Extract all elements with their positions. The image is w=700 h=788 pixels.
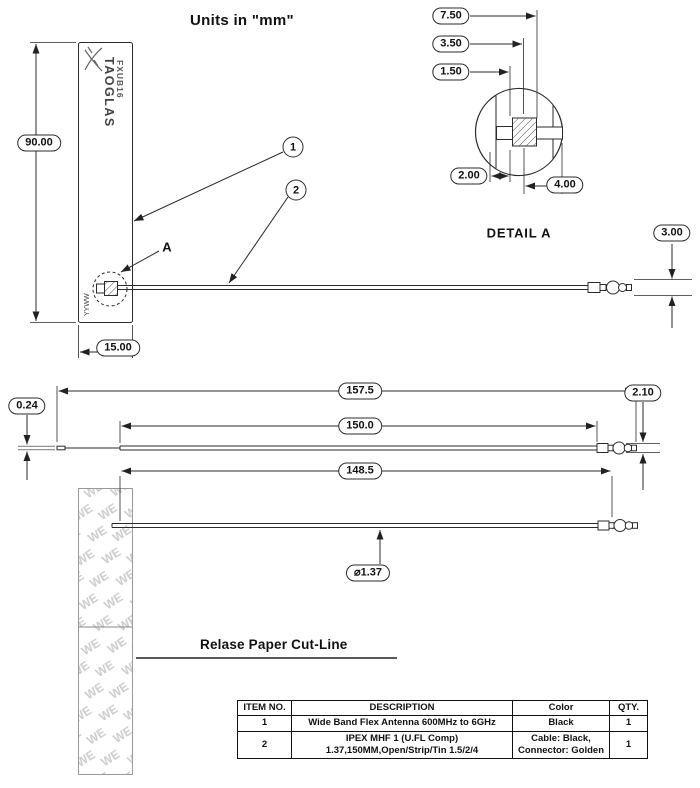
bom-header-qty: QTY. (609, 699, 648, 717)
dim-cable-length: 150.0 (338, 417, 382, 435)
dim-detail-7-50: 7.50 (432, 7, 470, 25)
dim-body-height: 90.00 (17, 134, 61, 152)
bom-item-no: 2 (237, 730, 292, 760)
bom-header-description: DESCRIPTION (291, 699, 513, 717)
leader-detail-a (120, 250, 160, 273)
leader-lines (120, 151, 289, 284)
bom-qty: 1 (609, 730, 648, 760)
callout-1: 1 (282, 136, 304, 158)
bom-qty: 1 (609, 715, 648, 732)
units-note: Units in "mm" (190, 12, 294, 29)
table-row: 1 Wide Band Flex Antenna 600MHz to 6GHz … (237, 715, 648, 732)
bom-item-no: 1 (237, 715, 292, 732)
dim-open-length: 148.5 (338, 462, 382, 480)
detail-pin-stub (536, 126, 563, 140)
dim-connector-height: 3.00 (653, 224, 691, 242)
dim-connector-diameter: 2.10 (624, 384, 662, 402)
bom-description-line: IPEX MHF 1 (U.FL Comp) (345, 732, 459, 744)
bom-header-color: Color (512, 699, 610, 717)
release-paper (78, 488, 133, 775)
detail-connector-hatched (512, 117, 537, 147)
dim-body-width: 15.00 (96, 339, 140, 357)
dim-overall-length: 157.5 (338, 382, 382, 400)
datecode-text: YYWW (84, 293, 91, 316)
detail-a-view (470, 10, 564, 194)
dim-connector-diameter-lines (626, 402, 660, 490)
cable-side-view (117, 280, 632, 295)
release-paper-cutline-label: Relase Paper Cut-Line (200, 637, 348, 652)
bom-description: IPEX MHF 1 (U.FL Comp) 1.37,150MM,Open/S… (291, 730, 513, 760)
feed-pad (96, 283, 105, 294)
dim-detail-4-00: 4.00 (546, 176, 584, 194)
dim-detail-1-50: 1.50 (432, 63, 470, 81)
dim-body-height-lines (30, 42, 76, 323)
leader-callout-1 (133, 151, 284, 222)
bom-color-line: Connector: Golden (517, 745, 605, 757)
antenna-body: TAOGLAS FXUB16 YYWW (78, 42, 133, 323)
bom-header-item-no: ITEM NO. (237, 699, 292, 717)
dim-connector-height-lines (634, 244, 692, 328)
dim-detail-3-50: 3.50 (432, 35, 470, 53)
cable-strip-view (111, 519, 638, 532)
detail-a-title: DETAIL A (486, 225, 552, 241)
dim-tip-diameter: 0.24 (8, 397, 46, 415)
bom-description-line: Wide Band Flex Antenna 600MHz to 6GHz (308, 717, 496, 729)
bom-description-line: 1.37,150MM,Open/Strip/Tin 1.5/2/4 (325, 745, 479, 757)
model-text: FXUB16 (115, 60, 125, 99)
feed-connector (104, 281, 118, 296)
dim-detail-2-00: 2.00 (450, 167, 488, 185)
dim-cable-diameter: ⌀1.37 (345, 564, 391, 582)
bom-color: Black (512, 715, 610, 732)
bom-color: Cable: Black, Connector: Golden (512, 730, 610, 760)
detail-ref-label: A (162, 239, 172, 255)
bom-color-line: Black (548, 717, 574, 729)
brand-text: TAOGLAS (102, 57, 116, 128)
table-row: 2 IPEX MHF 1 (U.FL Comp) 1.37,150MM,Open… (237, 730, 648, 760)
bom-description: Wide Band Flex Antenna 600MHz to 6GHz (291, 715, 513, 732)
dim-tip-diameter-lines (18, 415, 55, 480)
bom-table: ITEM NO. DESCRIPTION Color QTY. 1 Wide B… (237, 699, 648, 760)
callout-2: 2 (285, 179, 307, 201)
cable-full-view (56, 441, 637, 455)
taoglas-logo-icon (84, 46, 103, 72)
bom-color-line: Cable: Black, (531, 732, 591, 744)
leader-callout-2 (228, 196, 289, 284)
bom-header-row: ITEM NO. DESCRIPTION Color QTY. (237, 699, 648, 717)
